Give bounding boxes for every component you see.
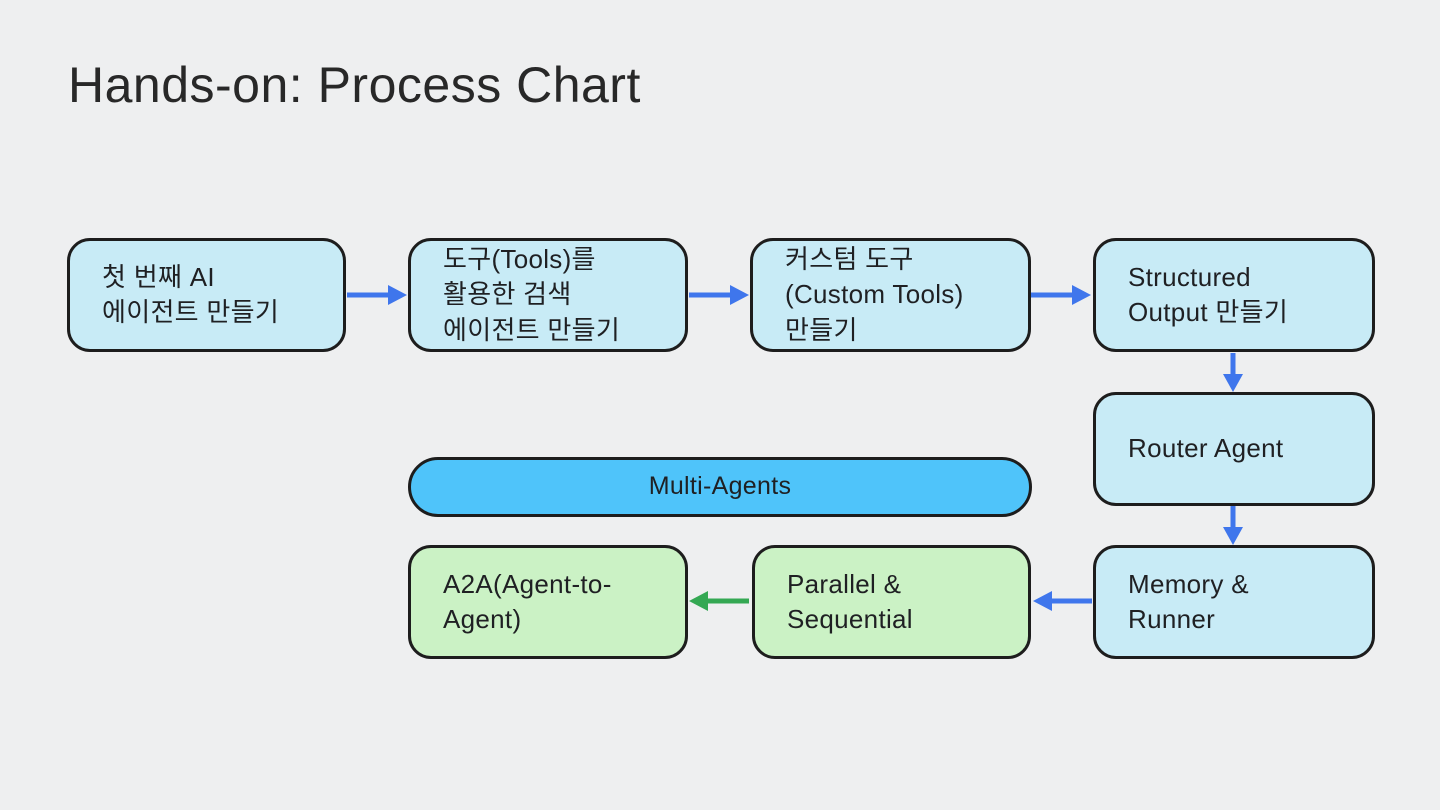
arrow-step4-to-router xyxy=(1221,353,1245,392)
node-router-agent: Router Agent xyxy=(1093,392,1375,506)
node-first-ai-agent: 첫 번째 AI 에이전트 만들기 xyxy=(67,238,346,352)
node-structured-output-label: Structured Output 만들기 xyxy=(1128,261,1289,327)
arrow-parallel-to-a2a xyxy=(689,589,749,613)
pill-multi-agents-label: Multi-Agents xyxy=(648,472,792,501)
pill-multi-agents: Multi-Agents xyxy=(408,457,1032,517)
node-parallel-sequential-label: Parallel & Sequential xyxy=(787,568,913,634)
node-parallel-sequential: Parallel & Sequential xyxy=(752,545,1031,659)
node-a2a-agent-label: A2A(Agent-to- Agent) xyxy=(443,568,612,634)
arrow-left-icon xyxy=(1033,591,1092,611)
slide-title: Hands-on: Process Chart xyxy=(68,57,641,113)
node-a2a-agent: A2A(Agent-to- Agent) xyxy=(408,545,688,659)
arrow-step1-to-step2 xyxy=(347,283,407,307)
arrow-right-icon xyxy=(1031,285,1091,305)
node-router-agent-label: Router Agent xyxy=(1128,433,1284,464)
arrow-down-icon xyxy=(1223,506,1243,545)
arrow-router-to-memory xyxy=(1221,506,1245,545)
arrow-step2-to-step3 xyxy=(689,283,749,307)
arrow-right-icon xyxy=(689,285,749,305)
node-custom-tools-label: 커스텀 도구 (Custom Tools) 만들기 xyxy=(785,244,964,345)
node-tools-search-agent-label: 도구(Tools)를 활용한 검색 에이전트 만들기 xyxy=(443,244,621,345)
node-first-ai-agent-label: 첫 번째 AI 에이전트 만들기 xyxy=(102,261,280,327)
arrow-step3-to-step4 xyxy=(1031,283,1091,307)
node-memory-runner: Memory & Runner xyxy=(1093,545,1375,659)
arrow-right-icon xyxy=(347,285,407,305)
node-memory-runner-label: Memory & Runner xyxy=(1128,568,1249,634)
node-custom-tools: 커스텀 도구 (Custom Tools) 만들기 xyxy=(750,238,1031,352)
arrow-down-icon xyxy=(1223,353,1243,392)
node-structured-output: Structured Output 만들기 xyxy=(1093,238,1375,352)
arrow-memory-to-parallel xyxy=(1033,589,1092,613)
arrow-left-icon xyxy=(689,591,749,611)
node-tools-search-agent: 도구(Tools)를 활용한 검색 에이전트 만들기 xyxy=(408,238,688,352)
